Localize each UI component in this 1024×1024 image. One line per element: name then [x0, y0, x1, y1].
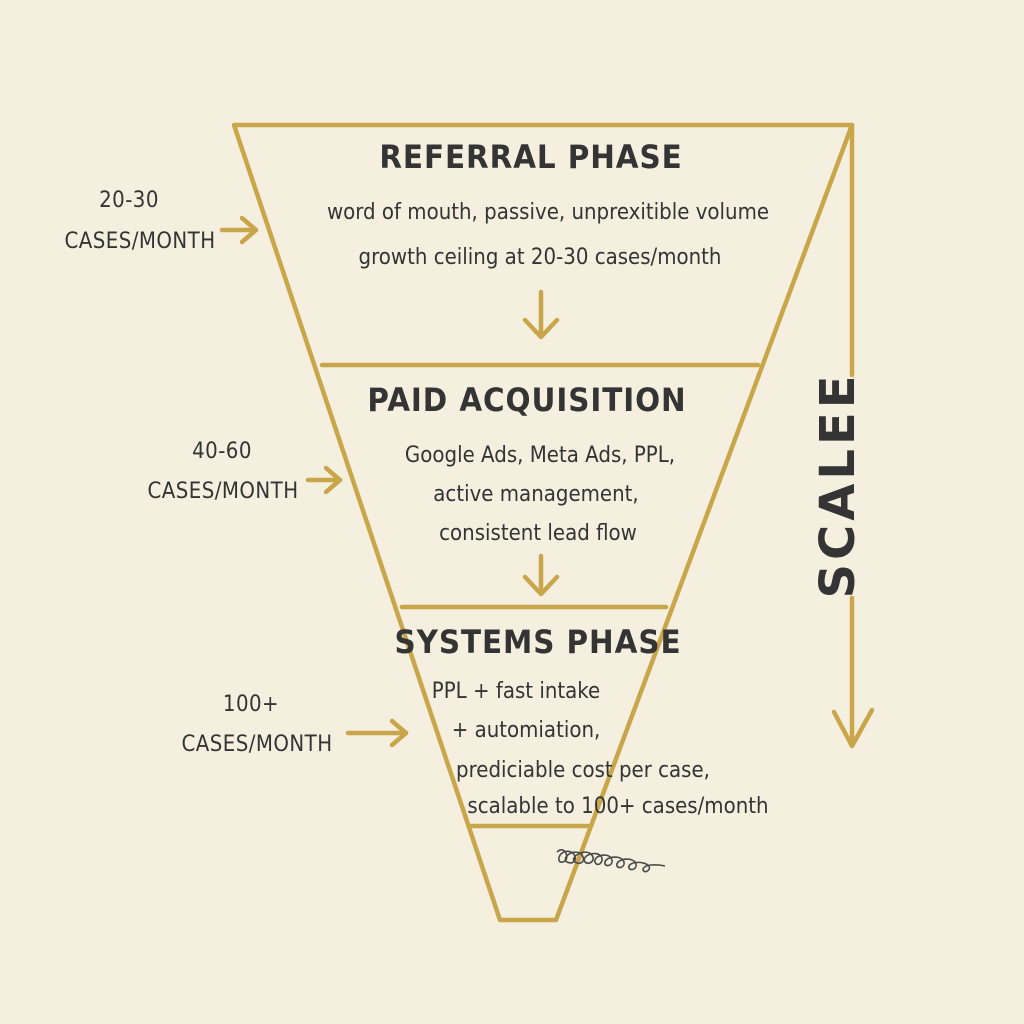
- systems-phase-line-1: PPL + fast intake: [431, 679, 601, 704]
- systems-phase-line-3: prediciable cost per case,: [456, 758, 710, 783]
- paid-side-label-value: 40-60: [192, 439, 252, 464]
- down-arrow-icon: [522, 289, 560, 340]
- paid-acquisition-line-3: consistent lead flow: [439, 521, 637, 546]
- paid-acquisition-line-2: active management,: [433, 482, 639, 507]
- systems-phase-title: SYSTEMS PHASE: [394, 623, 682, 661]
- systems-side-label-unit: CASES/MONTH: [181, 732, 333, 757]
- paid-acquisition-title: PAID ACQUISITION: [367, 381, 687, 419]
- down-arrow-icon: [522, 553, 560, 597]
- referral-phase-line-2: growth ceiling at 20-30 cases/month: [358, 245, 722, 270]
- systems-phase-line-2: + automiation,: [451, 718, 601, 743]
- referral-phase-title: REFERRAL PHASE: [379, 138, 683, 176]
- systems-side-label-value: 100+: [222, 692, 280, 717]
- right-arrow-icon: [305, 465, 343, 495]
- funnel-outline: [231, 122, 855, 923]
- right-arrow-icon: [219, 215, 259, 245]
- paid-side-label-unit: CASES/MONTH: [147, 479, 299, 504]
- referral-phase-line-1: word of mouth, passive, unprexitible vol…: [326, 200, 770, 225]
- scale-arrow-icon: [831, 122, 875, 749]
- squiggle-icon: [556, 849, 666, 873]
- scale-label: SCALEE: [810, 371, 866, 599]
- referral-side-label-value: 20-30: [99, 188, 159, 213]
- paid-acquisition-line-1: Google Ads, Meta Ads, PPL,: [404, 443, 676, 468]
- right-arrow-icon: [345, 718, 409, 748]
- referral-side-label-unit: CASES/MONTH: [64, 229, 216, 254]
- systems-phase-line-4: scalable to 100+ cases/month: [467, 794, 769, 819]
